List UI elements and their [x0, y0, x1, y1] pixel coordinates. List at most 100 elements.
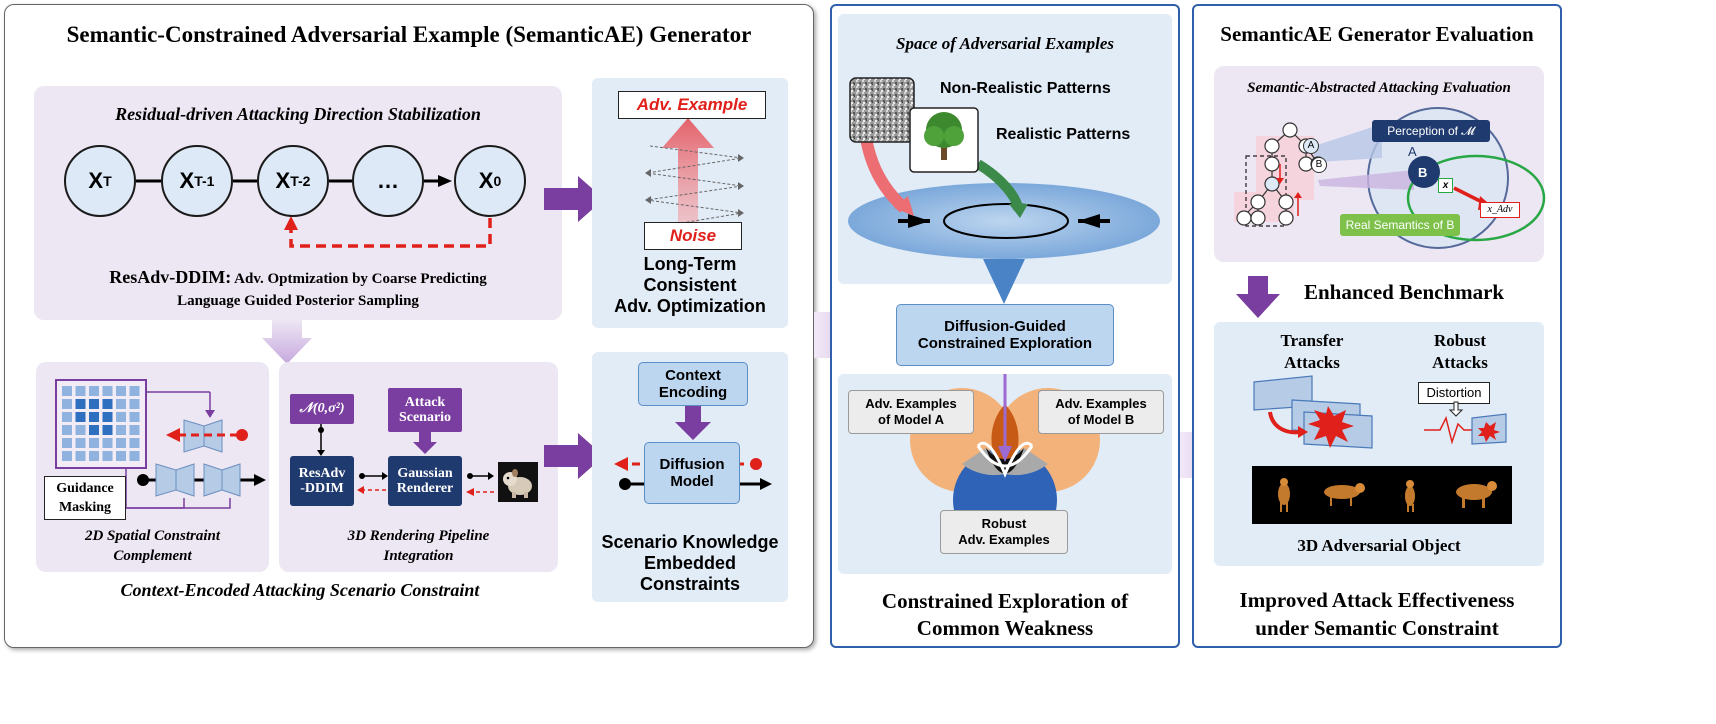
grid-cell: [89, 399, 99, 409]
grid-cell: [102, 386, 113, 396]
exploration-caption-line2: Common Weakness: [916, 616, 1094, 640]
grid-cell: [116, 451, 126, 461]
benchmark-box: [1214, 322, 1544, 566]
grid-cell: [116, 399, 126, 409]
robust-attacks-icon: [1424, 401, 1507, 445]
evaluation-title: SemanticAE Generator Evaluation: [1220, 22, 1534, 46]
grid-cell: [89, 425, 99, 435]
long-term-zigzag-icon: [645, 118, 744, 238]
node-ellipsis: …: [352, 145, 424, 217]
tiger-object-4: [1456, 481, 1497, 508]
guidance-masking-line2: Masking: [58, 500, 112, 515]
grid-cell: [62, 438, 72, 448]
real-semantics-label: Real Semantics of B: [1340, 214, 1460, 236]
dog-object-icon: [498, 462, 538, 502]
grid-cell: [102, 438, 113, 448]
scenario-caption-line1: Scenario Knowledge: [601, 532, 779, 552]
renderer-line2: Renderer: [396, 481, 454, 496]
grid-cell: [102, 399, 113, 409]
grid-cell: [129, 412, 140, 422]
model-b-line2: of Model B: [1067, 412, 1135, 427]
adversarial-space-diagram: [848, 77, 1160, 304]
purple-arrow-right-icon-2: [544, 433, 604, 479]
region-b-label: B: [1418, 165, 1428, 180]
residual-stabilization-title: Residual-driven Attacking Direction Stab…: [115, 104, 481, 124]
noise-label: Noise: [644, 222, 742, 250]
robust-line2: Adv. Examples: [958, 532, 1050, 547]
evaluation-caption-line2: under Semantic Constraint: [1255, 616, 1499, 640]
scenario-knowledge-caption: Scenario Knowledge Embedded Constraints: [592, 532, 788, 595]
long-term-caption-line1: Long-Term: [643, 254, 737, 274]
diffusion-model-box: Diffusion Model: [644, 442, 740, 504]
evaluation-caption-line1: Improved Attack Effectiveness: [1239, 588, 1515, 612]
grid-cell: [62, 386, 72, 396]
spatial-constraint-caption: 2D Spatial Constraint Complement: [36, 526, 269, 566]
grid-cell: [129, 386, 140, 396]
down-arrow-benchmark-icon: [1236, 276, 1280, 318]
resadv-box-line2: -DDIM: [300, 481, 344, 496]
evaluation-caption: Improved Attack Effectiveness under Sema…: [1192, 586, 1562, 642]
grid-cell: [75, 438, 86, 448]
resadv-ddim-label: ResAdv-DDIM:: [109, 267, 232, 287]
scenario-caption-line2: Embedded: [643, 553, 736, 573]
diffusion-model-line1: Diffusion: [659, 455, 725, 473]
x-point-label: x: [1438, 178, 1453, 193]
grid-cell: [102, 425, 113, 435]
context-encoded-caption: Context-Encoded Attacking Scenario Const…: [120, 580, 480, 600]
adversarial-object-caption: 3D Adversarial Object: [1297, 536, 1461, 555]
attack-scenario-box: Attack Scenario: [388, 388, 462, 432]
context-encoding-box: Context Encoding: [638, 362, 748, 406]
tiger-object-1: [1278, 478, 1290, 512]
grid-cell: [62, 399, 72, 409]
grid-cell: [62, 412, 72, 422]
grid-cell: [129, 451, 140, 461]
transfer-line1: Transfer: [1280, 331, 1344, 350]
scenario-caption-line3: Constraints: [639, 574, 740, 594]
node-a-small: A: [1303, 138, 1319, 154]
long-term-caption-line2: Consistent: [643, 275, 737, 295]
spatial-caption-line2: Complement: [113, 548, 192, 564]
transfer-attacks-label: Transfer Attacks: [1264, 330, 1360, 374]
diffusion-guided-line1: Diffusion-Guided: [944, 317, 1066, 335]
resadv-ddim-line1: Adv. Optmization by Coarse Predicting: [234, 271, 487, 287]
model-a-box: Adv. Examples of Model A: [848, 390, 974, 434]
grid-cell: [62, 425, 72, 435]
grid-cell: [89, 386, 99, 396]
resadv-box-line1: ResAdv: [298, 465, 346, 481]
robust-box: Robust Adv. Examples: [940, 510, 1068, 554]
non-realistic-label: Non-Realistic Patterns: [940, 80, 1111, 97]
guidance-masking-line1: Guidance: [56, 481, 114, 496]
grid-cell: [75, 412, 86, 422]
grid-cell: [75, 425, 86, 435]
context-encoding-line1: Context: [665, 366, 721, 384]
transfer-attacks-icon: [1253, 375, 1373, 449]
model-b-line1: Adv. Examples: [1055, 396, 1147, 412]
guidance-masking-label: Guidance Masking: [44, 476, 126, 520]
model-a-line2: of Model A: [878, 412, 944, 427]
grid-cell: [129, 399, 140, 409]
resadv-ddim-caption: ResAdv-DDIM: Adv. Optmization by Coarse …: [34, 264, 562, 313]
resadv-ddim-box: ResAdv -DDIM: [290, 456, 354, 506]
adv-example-label: Adv. Example: [618, 91, 766, 119]
region-a-label: A: [1408, 144, 1417, 159]
grid-cell: [102, 451, 113, 461]
model-a-line1: Adv. Examples: [865, 396, 957, 412]
robust-attacks-line2: Attacks: [1432, 353, 1488, 372]
grid-cell: [75, 386, 86, 396]
grid-cell: [129, 425, 140, 435]
grid-cell: [89, 451, 99, 461]
semantic-abstracted-title: Semantic-Abstracted Attacking Evaluation: [1247, 80, 1511, 96]
purple-arrow-right-icon: [544, 176, 604, 222]
grid-cell: [129, 438, 140, 448]
adversarial-space-title: Space of Adversarial Examples: [896, 34, 1114, 53]
attack-scenario-line1: Attack: [404, 394, 446, 410]
node-b-small: B: [1311, 157, 1327, 173]
exploration-caption: Constrained Exploration of Common Weakne…: [830, 588, 1180, 642]
grid-cell: [75, 451, 86, 461]
diffusion-model-line2: Model: [670, 473, 714, 490]
